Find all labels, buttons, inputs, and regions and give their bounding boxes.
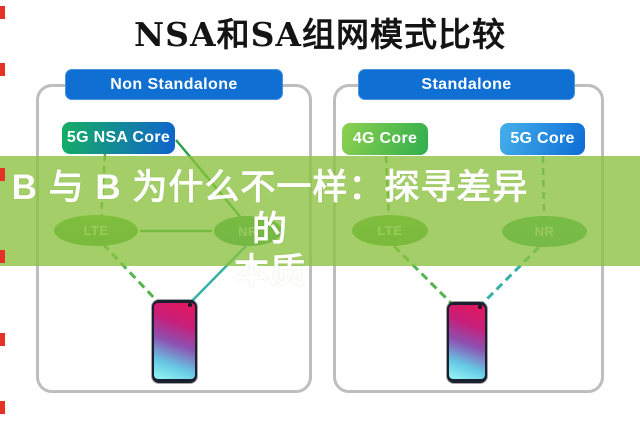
- edge-artifact-mark: [0, 401, 5, 414]
- 5g-core-box: 5G Core: [500, 123, 585, 155]
- overlay-caption: B 与 B 为什么不一样：探寻差异的 本质: [0, 167, 540, 293]
- phone-camera-dot: [188, 303, 192, 307]
- 5g-nsa-core-label: 5G NSA Core: [66, 129, 171, 146]
- phone-camera-dot: [478, 305, 482, 309]
- 5g-core-label: 5G Core: [510, 130, 575, 147]
- 5g-nsa-core-box: 5G NSA Core: [62, 122, 175, 154]
- nsa-phone-image: [152, 300, 197, 383]
- phone-screen: [154, 303, 195, 379]
- phone-screen: [449, 305, 485, 379]
- page-title: NSA和SA组网模式比较: [133, 15, 507, 54]
- sa-phone-image: [447, 302, 487, 383]
- overlay-caption-line1: B 与 B 为什么不一样：探寻差异的: [11, 168, 529, 249]
- overlay-band: [0, 156, 640, 266]
- edge-artifact-mark: [0, 168, 5, 181]
- 4g-core-label: 4G Core: [352, 130, 418, 147]
- sa-header-label: Standalone: [421, 75, 512, 93]
- overlay-caption-line2: 本质: [233, 252, 306, 291]
- nsa-header-label: Non Standalone: [110, 75, 238, 93]
- edge-artifact-mark: [0, 333, 5, 346]
- edge-artifact-mark: [0, 250, 5, 263]
- edge-artifact-mark: [0, 6, 5, 19]
- nsa-header-badge: Non Standalone: [65, 69, 283, 100]
- edge-artifact-mark: [0, 63, 5, 76]
- sa-header-badge: Standalone: [358, 69, 575, 100]
- 4g-core-box: 4G Core: [342, 123, 428, 155]
